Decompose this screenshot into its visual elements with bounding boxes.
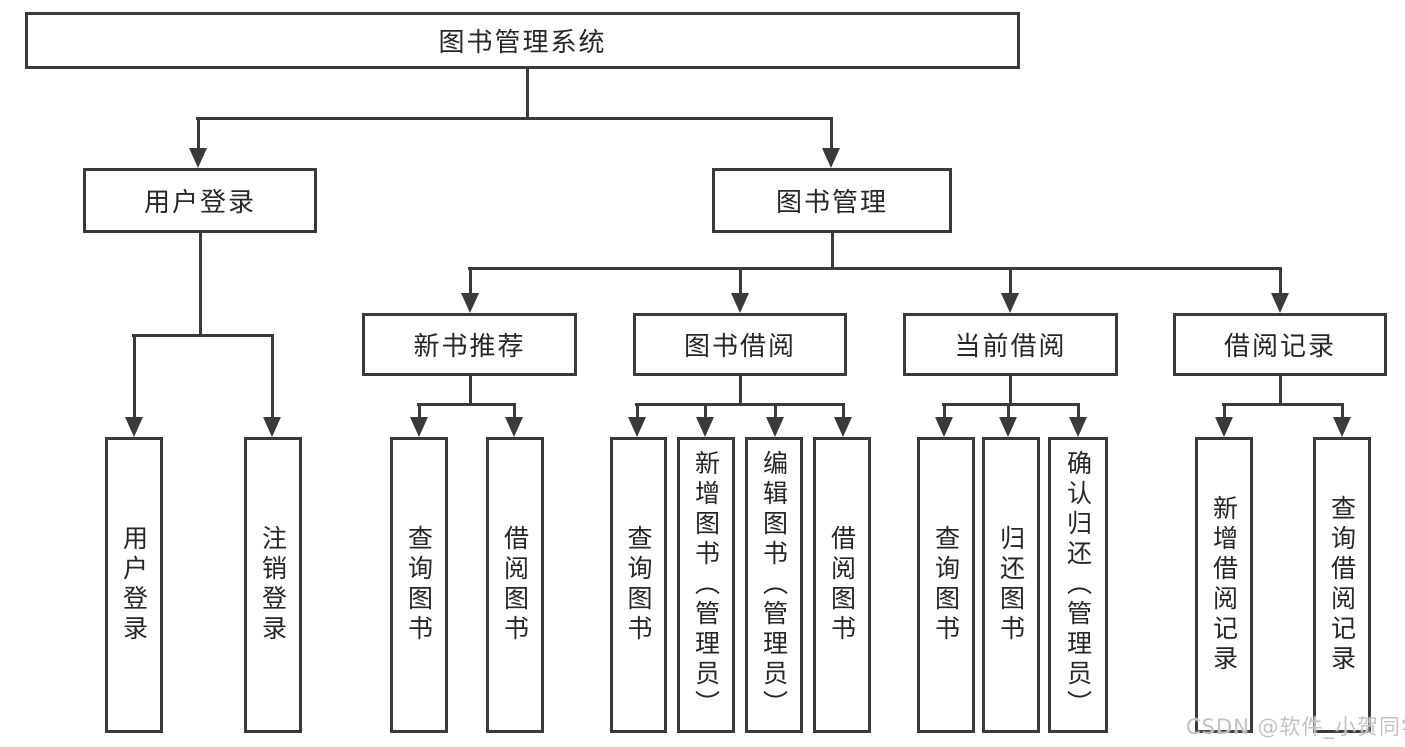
leaf-add-book-admin: 新增图书（管理员）: [677, 437, 735, 733]
connector-line: [773, 404, 777, 421]
leaf-edit-book-admin: 编辑图书（管理员）: [745, 437, 803, 733]
connector-line: [468, 268, 472, 295]
connector-line: [196, 116, 833, 120]
arrow-down-icon: [1271, 293, 1289, 313]
arrow-down-icon: [935, 417, 953, 437]
connector-line: [1006, 404, 1010, 421]
node-book-borrow: 图书借阅: [633, 313, 847, 376]
connector-line: [1222, 404, 1226, 421]
connector-line: [942, 402, 1080, 406]
leaf-add-borrow-record: 新增借阅记录: [1195, 437, 1253, 733]
arrow-down-icon: [189, 148, 207, 168]
arrow-down-icon: [731, 293, 749, 313]
connector-line: [512, 404, 516, 421]
connector-line: [1340, 404, 1344, 421]
leaf-query-book-1: 查询图书: [390, 437, 448, 733]
connector-line: [525, 69, 529, 120]
connector-line: [1222, 402, 1344, 406]
connector-line: [738, 268, 742, 295]
connector-line: [468, 376, 472, 405]
connector-line: [132, 333, 274, 337]
connector-line: [270, 335, 274, 419]
node-root: 图书管理系统: [25, 12, 1020, 69]
arrow-down-icon: [410, 417, 428, 437]
connector-line: [417, 402, 516, 406]
connector-line: [132, 335, 136, 419]
connector-line: [942, 404, 946, 421]
connector-line: [829, 118, 833, 150]
leaf-borrow-book-2: 借阅图书: [813, 437, 871, 733]
connector-line: [417, 404, 421, 421]
leaf-user-login: 用户登录: [105, 437, 163, 733]
arrow-down-icon: [766, 417, 784, 437]
arrow-down-icon: [834, 417, 852, 437]
arrow-down-icon: [263, 417, 281, 437]
connector-line: [738, 376, 742, 405]
arrow-down-icon: [822, 148, 840, 168]
arrow-down-icon: [999, 417, 1017, 437]
connector-line: [1008, 268, 1012, 295]
watermark: CSDN @软件_小贺同学: [1186, 715, 1405, 739]
connector-line: [841, 404, 845, 421]
node-borrow-records: 借阅记录: [1173, 313, 1387, 376]
arrow-down-icon: [461, 293, 479, 313]
leaf-query-borrow-record: 查询借阅记录: [1313, 437, 1371, 733]
connector-line: [1008, 376, 1012, 405]
connector-line: [196, 118, 200, 150]
node-user-login: 用户登录: [83, 168, 317, 233]
connector-line: [198, 233, 202, 337]
leaf-borrow-book-1: 借阅图书: [486, 437, 544, 733]
leaf-query-book-2: 查询图书: [610, 437, 667, 733]
arrow-down-icon: [696, 417, 714, 437]
arrow-down-icon: [628, 417, 646, 437]
leaf-confirm-return-admin: 确认归还（管理员）: [1048, 437, 1108, 733]
connector-line: [703, 404, 707, 421]
node-book-management: 图书管理: [712, 168, 952, 233]
arrow-down-icon: [1001, 293, 1019, 313]
arrow-down-icon: [1069, 417, 1087, 437]
arrow-down-icon: [125, 417, 143, 437]
connector-line: [1278, 376, 1282, 405]
leaf-logout-login: 注销登录: [244, 437, 302, 733]
connector-line: [468, 266, 1282, 270]
arrow-down-icon: [1215, 417, 1233, 437]
leaf-return-book: 归还图书: [982, 437, 1040, 733]
connector-line: [830, 233, 834, 270]
arrow-down-icon: [505, 417, 523, 437]
node-current-borrow: 当前借阅: [903, 313, 1118, 376]
connector-line: [635, 402, 845, 406]
connector-line: [1076, 404, 1080, 421]
node-new-book-recommend: 新书推荐: [362, 313, 577, 376]
connector-line: [635, 404, 639, 421]
leaf-query-book-3: 查询图书: [917, 437, 975, 733]
connector-line: [1278, 268, 1282, 295]
arrow-down-icon: [1333, 417, 1351, 437]
